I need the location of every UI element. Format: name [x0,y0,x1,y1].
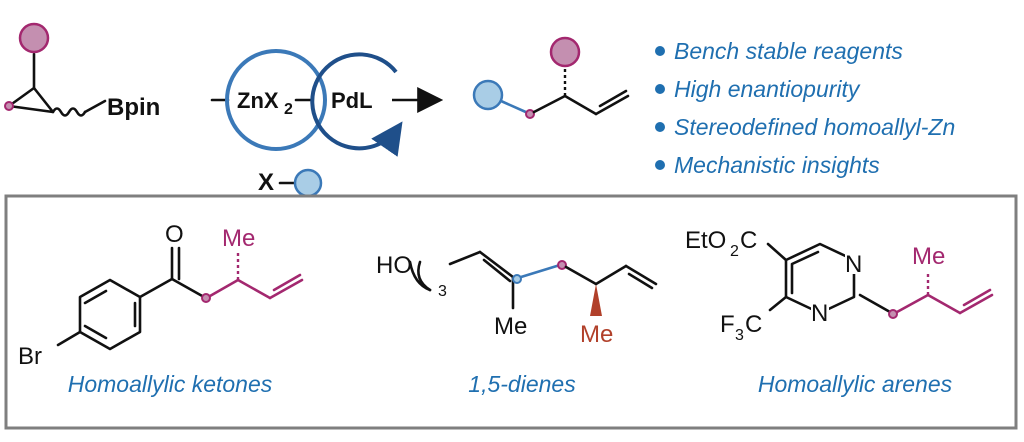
caption-homoallylic-ketones: Homoallylic ketones [68,371,273,397]
feature-item: Bench stable reagents [674,38,903,64]
substituent-ball-icon [18,22,50,54]
junction-dot-icon [557,260,567,270]
caption-dienes: 1,5-dienes [468,371,576,397]
zinc-catalyst-subscript: 2 [284,101,293,118]
carbonyl-oxygen-label: O [165,221,184,248]
junction-dot-icon [888,309,898,319]
feature-item: Stereodefined homoallyl-Zn [674,114,955,140]
stereocenter-dot-icon [4,101,14,111]
junction-dot-icon [201,293,211,303]
electrophile-ball-icon [472,79,504,111]
electrophile-ball-icon [293,168,323,198]
methyl-label: Me [912,243,945,270]
example-homoallylic-ketone: Br O Me Homoallylic ketones [18,221,304,397]
bullet-dot-icon [655,84,665,94]
cf3-label-b: C [745,311,762,338]
ester-subscript: 2 [730,243,739,260]
ester-label-b: C [740,227,757,254]
feature-item: Mechanistic insights [674,152,880,178]
cf3-label-a: F [720,311,735,338]
cf3-subscript: 3 [735,327,744,344]
feature-list: Bench stable reagents High enantiopurity… [655,38,955,178]
vinyl-methyl-label: Me [494,313,527,340]
bromine-label: Br [18,343,42,370]
example-homoallylic-arene: EtO 2 C N N F 3 C Me Homoallylic arenes [685,227,994,397]
palladium-catalyst-label: PdL [331,88,373,113]
bullet-dot-icon [655,160,665,170]
bullet-dot-icon [655,122,665,132]
ester-label-a: EtO [685,227,726,254]
ring-nitrogen-top-label: N [845,251,862,278]
stereo-methyl-label: Me [580,321,613,348]
junction-dot-icon [525,109,535,119]
methyl-label: Me [222,225,255,252]
junction-dot-blue-icon [512,274,522,284]
chain-subscript: 3 [438,283,447,300]
cyclopropyl-boronate-reagent: Bpin [4,22,160,121]
bullet-dot-icon [655,46,665,56]
homoallyl-product [472,36,630,119]
bpin-label: Bpin [107,94,160,121]
hydroxy-label: HO [376,252,412,279]
zinc-cycle-icon [225,49,327,151]
catalyst-cycles: ZnX 2 PdL X [210,49,444,198]
palladium-cycle-icon [310,52,403,157]
zinc-catalyst-label: ZnX [237,88,279,113]
examples-frame [4,194,1018,430]
feature-item: High enantiopurity [674,76,861,102]
coupling-partner-label: X [258,169,274,196]
substituent-ball-icon [549,36,581,68]
ring-nitrogen-bottom-label: N [811,300,828,327]
caption-homoallylic-arenes: Homoallylic arenes [758,371,953,397]
example-diene: HO 3 Me Me 1,5-dienes [376,250,658,397]
